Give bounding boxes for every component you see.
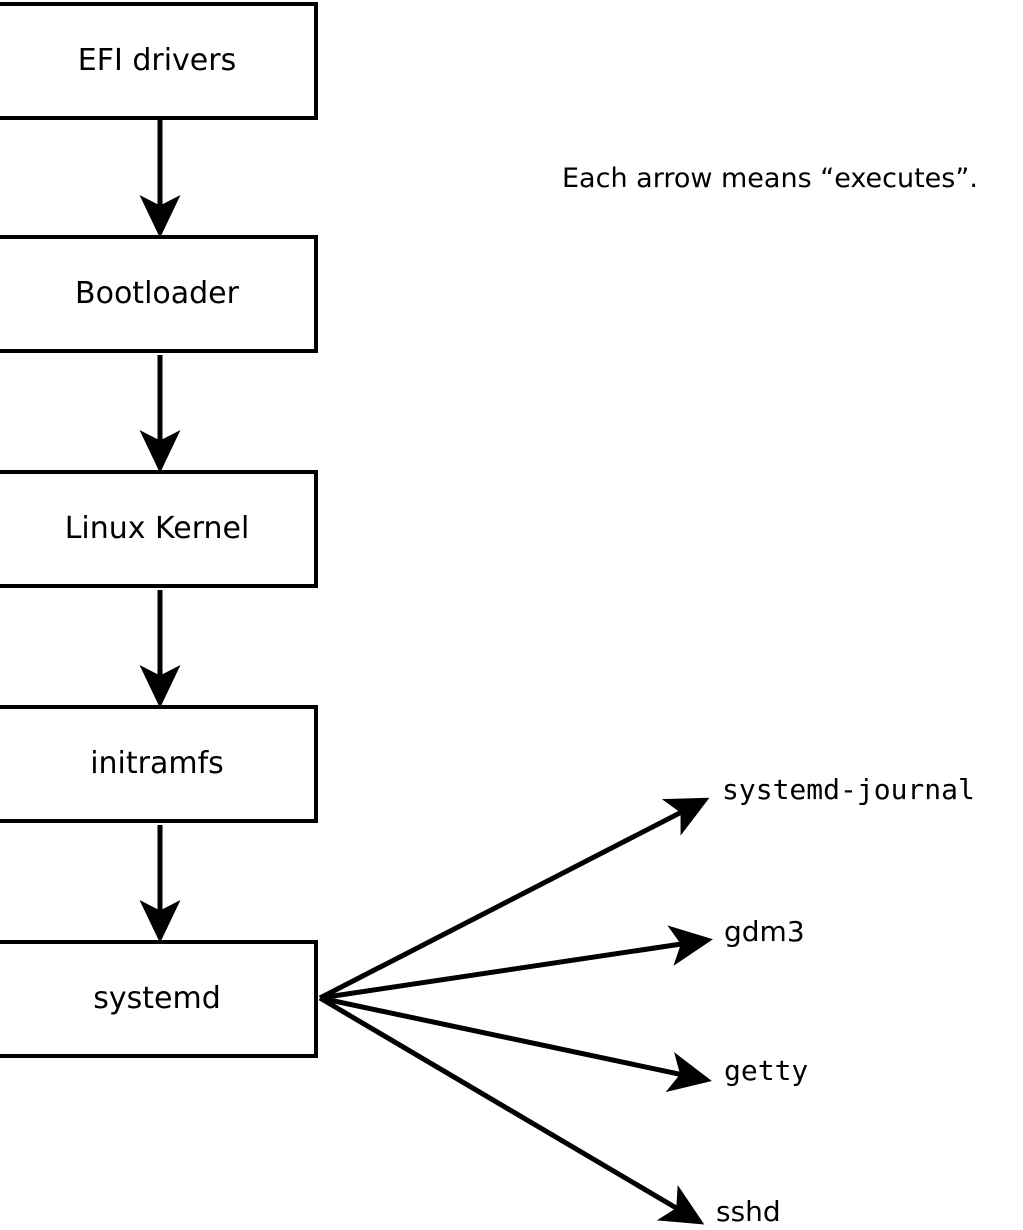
node-label-initramfs: initramfs — [90, 746, 224, 781]
node-label-bootloader: Bootloader — [75, 276, 239, 311]
process-label-gdm3: gdm3 — [724, 915, 805, 948]
node-box-bootloader[interactable]: Bootloader — [0, 235, 318, 353]
node-label-efi-drivers: EFI drivers — [77, 43, 237, 78]
node-label-linux-kernel: Linux Kernel — [64, 511, 250, 546]
fanout-arrow-getty — [319, 995, 712, 1093]
fanout-arrow-gdm3 — [319, 925, 713, 1001]
process-label-systemd-journal: systemd-journal — [722, 773, 975, 806]
fanout-arrow-group — [318, 797, 713, 1225]
node-box-systemd[interactable]: systemd — [0, 940, 318, 1058]
fanout-arrow-sshd — [318, 995, 705, 1225]
process-label-sshd: sshd — [716, 1195, 781, 1228]
node-box-initramfs[interactable]: initramfs — [0, 705, 318, 823]
process-label-getty: getty — [724, 1054, 809, 1087]
node-label-systemd: systemd — [93, 981, 221, 1016]
node-box-linux-kernel[interactable]: Linux Kernel — [0, 470, 318, 588]
node-box-efi-drivers[interactable]: EFI drivers — [0, 2, 318, 120]
fanout-arrow-systemd-journal — [318, 797, 710, 1001]
legend-note: Each arrow means “executes”. — [562, 163, 978, 194]
